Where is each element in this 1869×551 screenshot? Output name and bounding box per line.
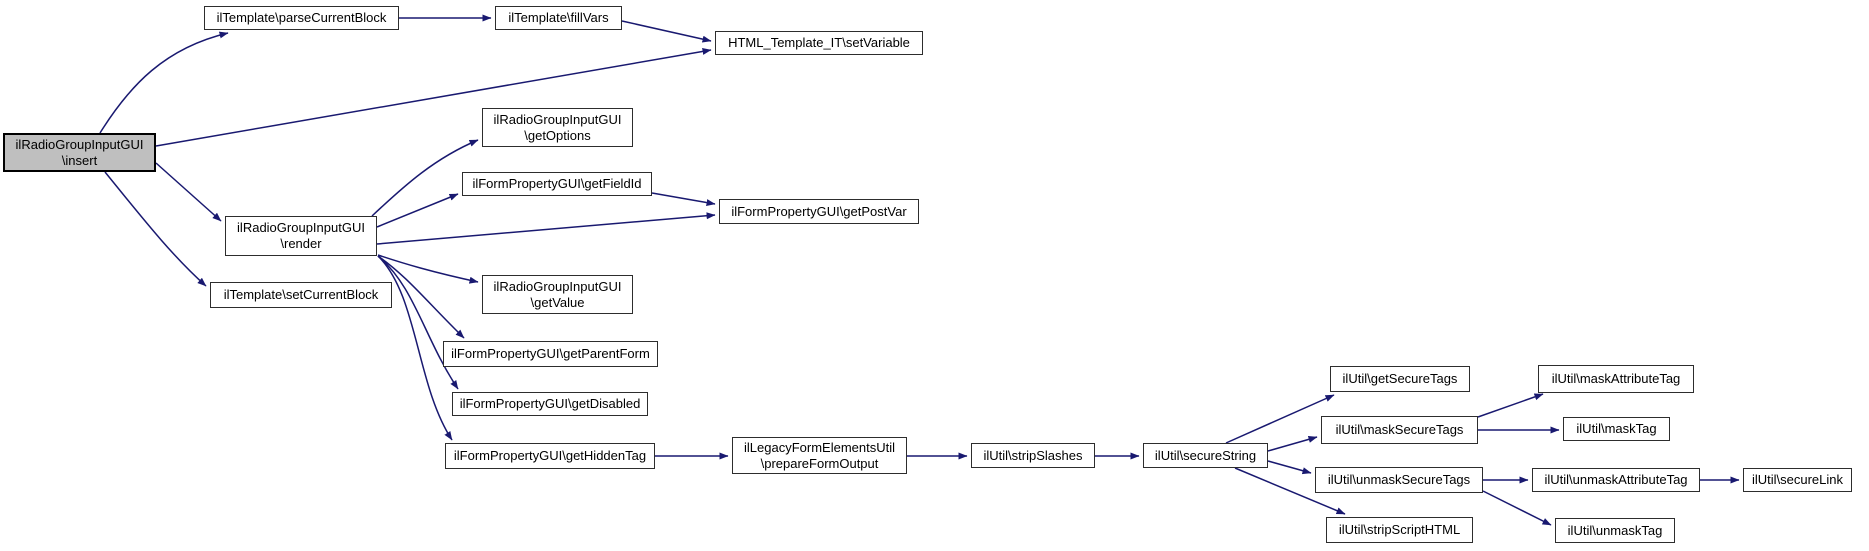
node-label-line: ilRadioGroupInputGUI	[15, 136, 144, 152]
graph-node-getParentForm[interactable]: ilFormPropertyGUI\getParentForm	[443, 341, 658, 367]
graph-node-unmaskAttributeTag[interactable]: ilUtil\unmaskAttributeTag	[1532, 468, 1700, 492]
node-label-line: ilUtil\stripScriptHTML	[1338, 522, 1461, 537]
graph-node-unmaskSecureTags[interactable]: ilUtil\unmaskSecureTags	[1315, 467, 1483, 493]
edge-getFieldId-to-getPostVar	[651, 192, 716, 206]
node-label-line: ilUtil\stripSlashes	[983, 447, 1083, 463]
graph-node-prepareFormOutput[interactable]: ilLegacyFormElementsUtil\prepareFormOutp…	[732, 437, 907, 474]
graph-node-getPostVar[interactable]: ilFormPropertyGUI\getPostVar	[719, 199, 919, 224]
edge-render-to-getHiddenTag	[377, 255, 453, 441]
graph-node-getSecureTags[interactable]: ilUtil\getSecureTags	[1330, 366, 1470, 392]
node-label-line: \getOptions	[524, 127, 591, 143]
edge-fillVars-to-setVariable	[621, 20, 712, 43]
edge-secureString-to-unmaskSecureTags	[1267, 460, 1312, 475]
node-label-line: ilUtil\getSecureTags	[1342, 371, 1458, 386]
graph-node-getFieldId[interactable]: ilFormPropertyGUI\getFieldId	[462, 172, 652, 196]
edge-secureString-to-maskSecureTags	[1267, 435, 1318, 452]
node-label-line: ilTemplate\setCurrentBlock	[223, 287, 379, 302]
graph-node-stripScriptHTML[interactable]: ilUtil\stripScriptHTML	[1326, 517, 1473, 543]
edge-insert-to-render	[155, 162, 222, 222]
graph-node-getValue[interactable]: ilRadioGroupInputGUI\getValue	[482, 275, 633, 314]
node-label-line: ilFormPropertyGUI\getFieldId	[472, 176, 642, 191]
graph-node-setVariable[interactable]: HTML_Template_IT\setVariable	[715, 31, 923, 55]
graph-node-unmaskTag[interactable]: ilUtil\unmaskTag	[1555, 518, 1675, 543]
node-label-line: ilUtil\unmaskTag	[1567, 522, 1663, 538]
node-label-line: ilTemplate\parseCurrentBlock	[216, 10, 387, 25]
edge-render-to-getDisabled	[377, 255, 459, 390]
node-label-line: ilFormPropertyGUI\getPostVar	[731, 203, 907, 219]
node-label-line: \prepareFormOutput	[760, 455, 879, 471]
graph-node-secureLink[interactable]: ilUtil\secureLink	[1743, 468, 1852, 492]
node-label-line: ilTemplate\fillVars	[508, 10, 609, 25]
node-label-line: ilLegacyFormElementsUtil	[744, 439, 895, 455]
edge-render-to-getPostVar	[376, 212, 716, 245]
node-label-line: ilUtil\maskSecureTags	[1335, 422, 1464, 437]
node-label-line: ilUtil\unmaskSecureTags	[1327, 472, 1471, 487]
node-label-line: \getValue	[530, 294, 585, 310]
node-label-line: ilUtil\secureLink	[1751, 472, 1844, 487]
node-label-line: \render	[280, 236, 322, 251]
edge-insert-to-setVariable	[155, 47, 712, 147]
graph-node-secureString[interactable]: ilUtil\secureString	[1143, 443, 1268, 468]
node-label-line: ilRadioGroupInputGUI	[493, 111, 622, 127]
graph-node-insert[interactable]: ilRadioGroupInputGUI\insert	[3, 133, 156, 172]
node-label-line: ilUtil\unmaskAttributeTag	[1544, 472, 1688, 487]
graph-node-setCurrentBlock[interactable]: ilTemplate\setCurrentBlock	[210, 282, 392, 308]
edge-render-to-getFieldId	[376, 193, 459, 228]
graph-node-getDisabled[interactable]: ilFormPropertyGUI\getDisabled	[452, 392, 648, 416]
edge-secureString-to-stripScriptHTML	[1234, 467, 1346, 515]
graph-node-getOptions[interactable]: ilRadioGroupInputGUI\getOptions	[482, 108, 633, 147]
node-label-line: ilUtil\secureString	[1154, 447, 1257, 463]
edge-render-to-getOptions	[371, 139, 479, 217]
node-label-line: ilFormPropertyGUI\getDisabled	[459, 396, 641, 411]
graph-node-render[interactable]: ilRadioGroupInputGUI\render	[225, 216, 377, 256]
graph-node-stripSlashes[interactable]: ilUtil\stripSlashes	[971, 443, 1095, 468]
edge-render-to-getParentForm	[377, 255, 465, 339]
node-label-line: ilRadioGroupInputGUI	[237, 220, 365, 235]
node-label-line: ilFormPropertyGUI\getHiddenTag	[453, 448, 647, 463]
edge-group	[99, 14, 1740, 526]
graph-node-getHiddenTag[interactable]: ilFormPropertyGUI\getHiddenTag	[445, 443, 655, 469]
node-label-line: ilUtil\maskAttributeTag	[1551, 371, 1681, 386]
node-label-line: \insert	[61, 152, 98, 168]
edge-insert-to-parseCurrentBlock	[99, 31, 229, 134]
node-label-line: ilUtil\maskTag	[1576, 421, 1657, 436]
edge-maskSecureTags-to-maskAttributeTag	[1477, 393, 1544, 418]
edge-render-to-getValue	[377, 254, 479, 284]
node-label-line: ilRadioGroupInputGUI	[493, 278, 622, 294]
edge-unmaskSecureTags-to-unmaskTag	[1482, 490, 1552, 526]
graph-node-fillVars[interactable]: ilTemplate\fillVars	[495, 6, 622, 30]
edge-secureString-to-getSecureTags	[1225, 394, 1335, 444]
node-label-line: HTML_Template_IT\setVariable	[728, 35, 910, 50]
graph-node-maskAttributeTag[interactable]: ilUtil\maskAttributeTag	[1538, 365, 1694, 393]
node-label-line: ilFormPropertyGUI\getParentForm	[451, 346, 650, 361]
graph-node-maskSecureTags[interactable]: ilUtil\maskSecureTags	[1321, 416, 1478, 444]
edge-insert-to-setCurrentBlock	[104, 171, 207, 287]
graph-node-maskTag[interactable]: ilUtil\maskTag	[1563, 417, 1670, 441]
graph-node-parseCurrentBlock[interactable]: ilTemplate\parseCurrentBlock	[204, 6, 399, 30]
